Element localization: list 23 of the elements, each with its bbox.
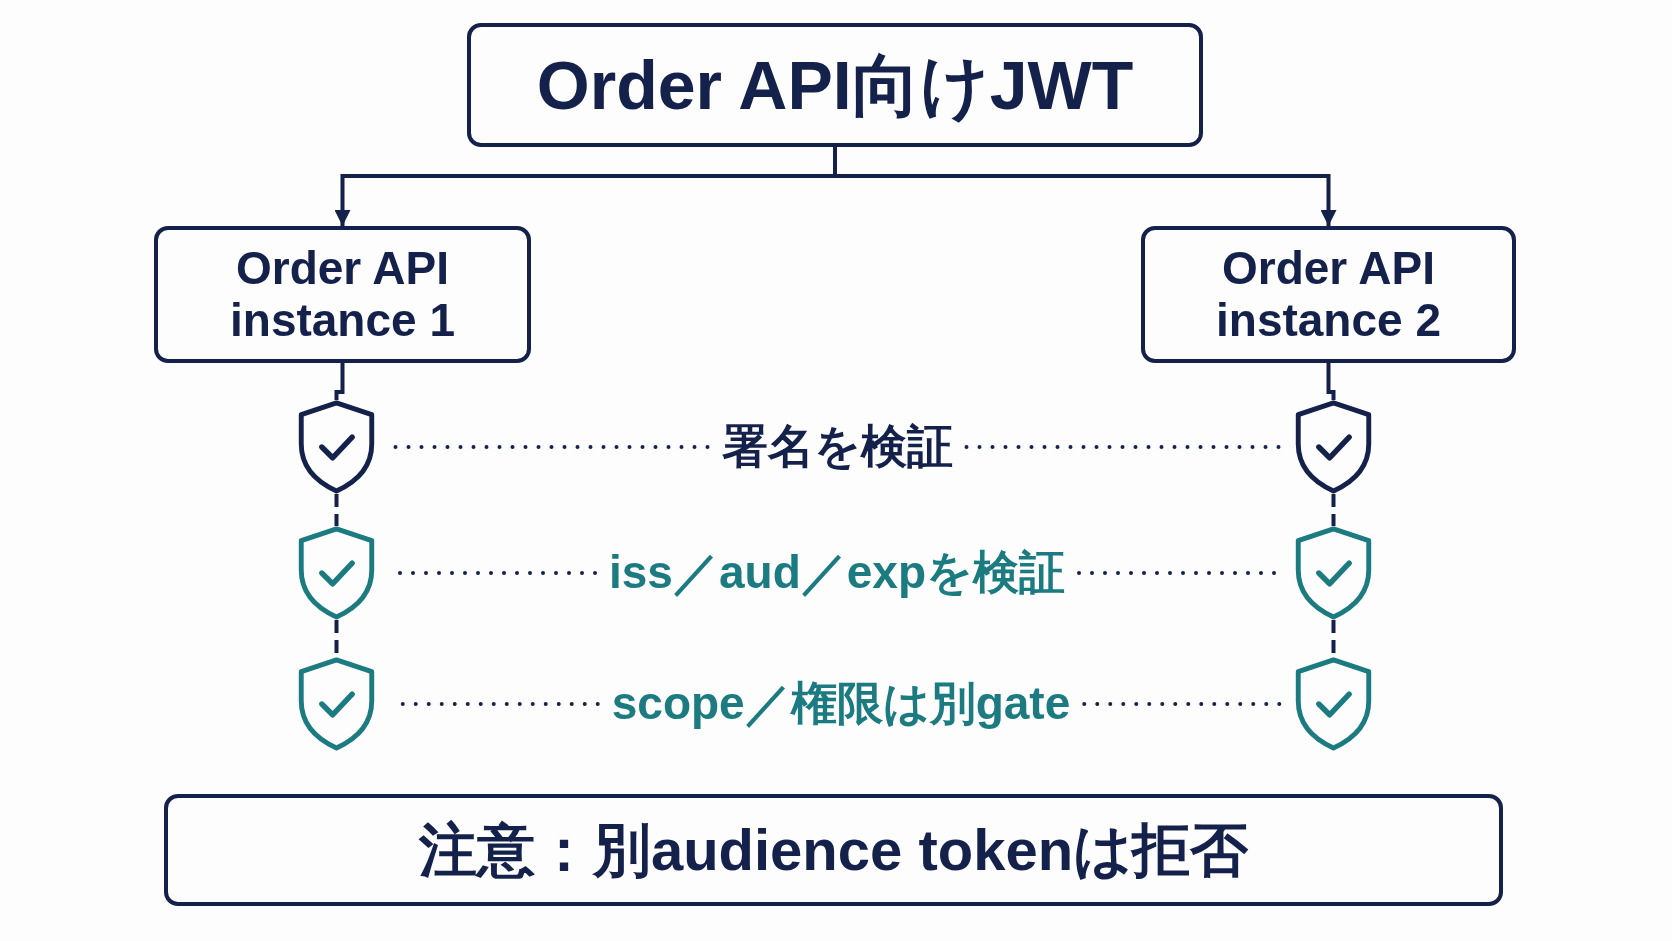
shield-check-icon <box>1294 526 1373 620</box>
shield-check-icon <box>297 657 376 751</box>
title-box <box>467 23 1203 147</box>
shield-check-icon <box>297 526 376 620</box>
check-label: scope／権限は別gate <box>611 678 1071 730</box>
connector-line <box>1326 363 1336 400</box>
shield-check-icon <box>297 400 376 494</box>
note-text: 注意：別audience tokenは拒否 <box>418 817 1249 883</box>
connector-line <box>334 363 345 400</box>
title-text: Order API向けJWT <box>536 46 1134 124</box>
check-label: 署名を検証 <box>721 421 953 473</box>
check-label: iss／aud／expを検証 <box>609 547 1065 599</box>
shield-check-icon <box>1294 657 1373 751</box>
instance-box <box>1141 226 1516 363</box>
note-box <box>164 794 1503 906</box>
shield-check-icon <box>1294 400 1373 494</box>
dashed-line <box>334 494 339 526</box>
instance-label: Order API instance 2 <box>1215 243 1442 346</box>
dotted-line <box>1082 702 1282 706</box>
instance-box <box>154 226 531 363</box>
dotted-line <box>964 445 1282 449</box>
dashed-line <box>1331 494 1336 526</box>
instance-label: Order API instance 1 <box>229 243 456 346</box>
